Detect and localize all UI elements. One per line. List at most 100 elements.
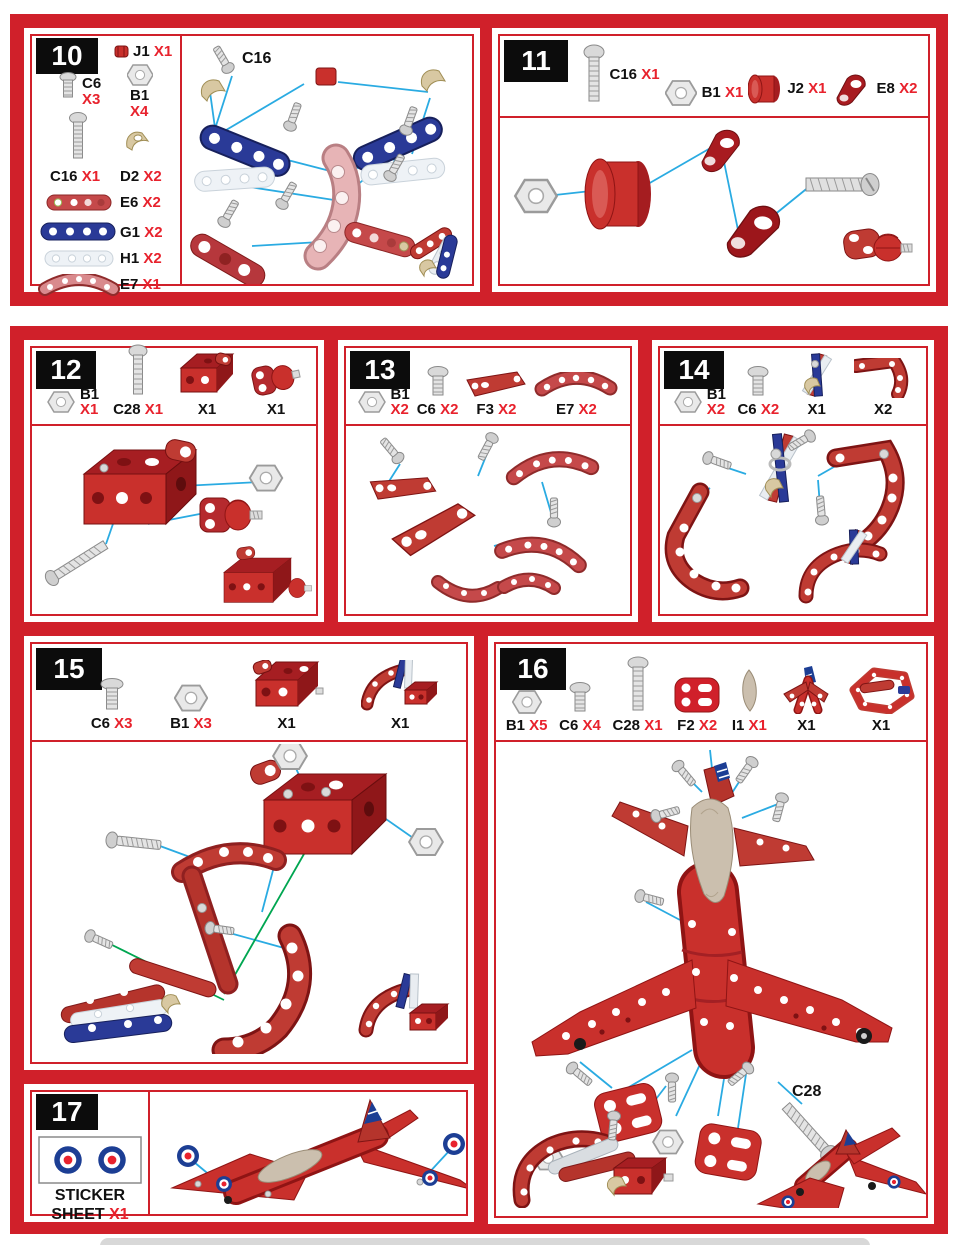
finished-model — [756, 1127, 926, 1208]
sticker-sheet-icon — [38, 1136, 142, 1184]
part-cell: E7 X2 — [534, 371, 618, 418]
box-assembly-icon — [177, 352, 237, 398]
part-cell: C16 X1 — [583, 44, 660, 106]
e7-curved-strip — [505, 451, 600, 486]
strip-blue — [352, 116, 443, 172]
screw-c28-icon — [127, 344, 149, 398]
strip-fan-assembly-icon — [791, 352, 843, 398]
panel-14-diagram — [660, 428, 926, 614]
panel-10-border — [30, 34, 474, 286]
part-cell: J2 X1 — [748, 72, 827, 106]
panel-step-15: 15 C6 X3 B1 X3 X1 X1 — [24, 636, 474, 1070]
bracket-d2-icon — [124, 128, 152, 152]
part-label: E8 X2 — [876, 80, 918, 98]
part-cell: X2 — [854, 357, 912, 418]
step-number-badge: 16 — [500, 648, 566, 690]
screw-short-icon — [99, 677, 125, 712]
diagram-part-label: C28 — [792, 1083, 821, 1100]
panel-15-diagram — [32, 744, 466, 1054]
nut-icon — [674, 391, 702, 413]
box-assembly-icon — [250, 659, 324, 712]
strip-blue-g1-icon — [40, 222, 116, 241]
part-cell: C6 X4 — [559, 681, 601, 734]
step-number-badge: 17 — [36, 1094, 98, 1130]
tail-assembly-icon — [778, 665, 834, 714]
step-number: 15 — [53, 653, 85, 684]
panel-11-diagram — [500, 120, 928, 284]
part-label: X1 — [390, 714, 410, 732]
roundel-sticker — [443, 1133, 465, 1155]
part-cell: B1 X3 — [170, 684, 212, 732]
part-label: X1 — [197, 400, 217, 418]
part-label: C16 X1 — [609, 66, 660, 84]
part-label: F2 X2 — [677, 716, 718, 734]
part-label: H1 X2 — [120, 250, 162, 267]
step-number: 17 — [51, 1096, 83, 1127]
e8-bracket — [726, 205, 781, 258]
f3-plate — [391, 503, 476, 557]
step-number: 14 — [678, 354, 710, 385]
screw-short-icon — [746, 365, 770, 398]
part-label: G1 X2 — [120, 224, 163, 241]
panel-16-header: 16 B1 X5 C6 X4 C28 X1 F2 X2 — [496, 644, 926, 742]
part-label: F3 X2 — [476, 400, 517, 418]
part-label: J1 X1 — [133, 43, 173, 60]
panel-17-parts: 17 STICKER SHEET X1 — [32, 1092, 150, 1223]
panel-step-17: 17 STICKER SHEET X1 — [24, 1084, 474, 1223]
screw-c16 — [805, 173, 880, 196]
e7-curved-strip-icon — [534, 371, 618, 398]
part-label: X1 — [266, 400, 286, 418]
strip-red — [344, 221, 416, 258]
part-label: E7 X1 — [120, 276, 161, 293]
part-label: B1 X1 — [701, 84, 744, 102]
panel-12-diagram — [32, 428, 316, 614]
screw-c28 — [44, 540, 109, 586]
part-cell: X1 — [846, 666, 916, 734]
part-label: D2 X2 — [120, 168, 162, 185]
sub-assembly — [410, 227, 458, 279]
panel-16-diagram: C28 — [496, 744, 926, 1208]
part-label: X1 — [797, 716, 816, 734]
f2-plate-icon — [674, 676, 720, 714]
part-label: B1 X5 — [505, 716, 548, 734]
finished-model-stickers — [170, 1098, 466, 1205]
screw-short-icon — [426, 365, 450, 398]
finished-sub-assembly — [798, 528, 888, 604]
finished-sub-assembly — [843, 228, 913, 262]
panel-13-diagram — [346, 428, 630, 614]
part-cell: I1 X1 — [732, 668, 767, 734]
step-number-badge: 11 — [504, 40, 568, 82]
angled-strip-icon — [854, 357, 912, 398]
e7-curved-strip — [494, 536, 587, 574]
j1-connector — [315, 67, 337, 86]
f3-plate — [369, 477, 437, 500]
lower-cluster — [60, 958, 217, 1044]
panel-step-16: 16 B1 X5 C6 X4 C28 X1 F2 X2 — [488, 636, 934, 1224]
part-cell: C6 X2 — [417, 365, 458, 418]
panel-10-diagram: C16 — [186, 36, 472, 284]
part-label: I1 X1 — [731, 716, 767, 734]
part-cell: X1 — [250, 659, 324, 732]
step-number: 13 — [364, 354, 396, 385]
bracket-d2 — [200, 79, 227, 102]
panel-15-header: 15 C6 X3 B1 X3 X1 X1 — [32, 644, 466, 742]
f3-plate-icon — [465, 370, 527, 398]
panel-11-border — [498, 34, 930, 286]
step-number: 11 — [521, 45, 551, 76]
finished-sub-assembly — [431, 572, 561, 603]
screw-short-icon — [568, 681, 592, 714]
diagram-part-label: C16 — [242, 50, 271, 67]
j1-connector-icon — [114, 44, 130, 59]
part-cell: X1 — [778, 665, 834, 734]
next-page-edge — [100, 1238, 870, 1245]
screw-short-icon — [58, 72, 78, 100]
nut-icon — [174, 684, 209, 712]
